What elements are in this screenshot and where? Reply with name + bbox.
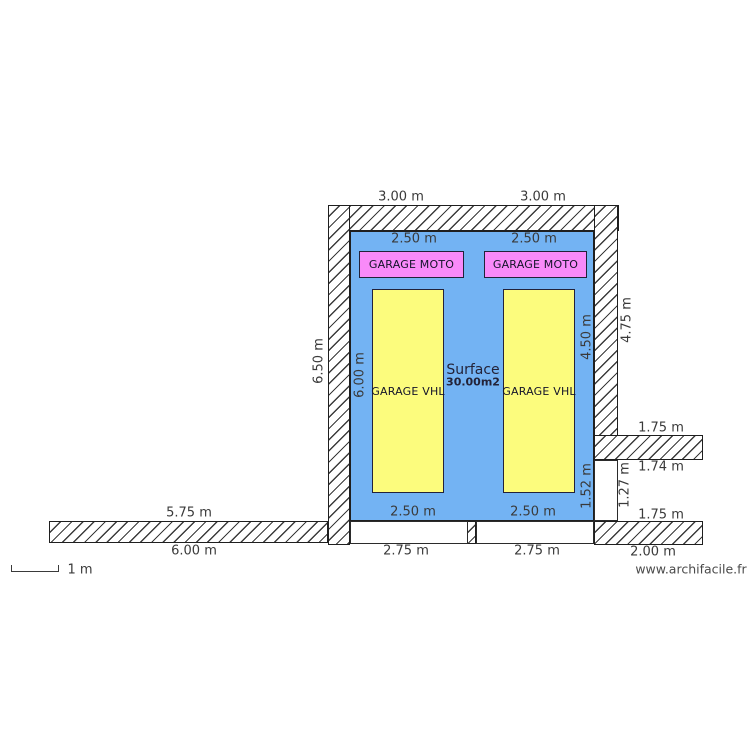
garage-vhl-right-zone[interactable]: GARAGE VHL [502,289,576,493]
garage-moto-right-zone[interactable]: GARAGE MOTO [484,251,587,278]
garage-vhl-right-label: GARAGE VHL [502,384,576,398]
room-surface-title: Surface [446,362,500,378]
dim-inner-bottom-left: 2.50 m [390,504,436,520]
dim-left-strip-top: 5.75 m [166,505,212,521]
wall-right-upper[interactable] [594,205,618,460]
dim-right-door-height: 1.27 m [617,462,633,508]
door-opening-bottom-left[interactable] [350,521,468,544]
dim-annex-bottom-width: 2.00 m [630,544,676,560]
wall-left-long-strip[interactable] [49,521,328,543]
garage-moto-left-label: GARAGE MOTO [368,258,455,271]
dim-door-right: 2.75 m [514,543,560,559]
dim-annex-top: 1.75 m [638,420,684,436]
wall-left[interactable] [328,205,350,545]
dim-annex-bottom: 1.75 m [638,507,684,523]
wall-annex-bottom-strip[interactable] [594,521,703,545]
dim-inner-bottom-right: 2.50 m [510,504,556,520]
door-opening-right[interactable] [594,460,618,521]
dim-left-wall-outer: 6.50 m [311,338,327,384]
dim-door-left: 2.75 m [383,543,429,559]
dim-right-inner-low: 1.52 m [579,463,595,509]
dim-top-left: 3.00 m [378,189,424,205]
dim-annex-mid: 1.74 m [638,459,684,475]
garage-vhl-left-zone[interactable]: GARAGE VHL [371,289,445,493]
dim-inner-top-left: 2.50 m [391,231,437,247]
dim-left-strip-bottom: 6.00 m [171,543,217,559]
room-surface-value: 30.00m2 [446,375,500,389]
wall-annex-top-strip[interactable] [594,435,703,460]
dim-right-wall-inner: 4.50 m [579,314,595,360]
dim-top-right: 3.00 m [520,189,566,205]
watermark-url: www.archifacile.fr [635,561,747,577]
dim-room-height: 6.00 m [352,352,368,398]
garage-vhl-left-label: GARAGE VHL [371,384,445,398]
dim-inner-top-right: 2.50 m [511,231,557,247]
scale-label: 1 m [67,562,93,578]
garage-moto-left-zone[interactable]: GARAGE MOTO [359,251,464,278]
wall-center-pier[interactable] [467,521,476,544]
door-opening-bottom-right[interactable] [476,521,594,544]
wall-top[interactable] [328,205,619,231]
scale-bar-icon [11,565,59,572]
garage-moto-right-label: GARAGE MOTO [492,258,579,271]
dim-right-wall-outer: 4.75 m [619,297,635,343]
garage-room[interactable]: GARAGE MOTO GARAGE MOTO GARAGE VHL GARAG… [350,231,595,521]
